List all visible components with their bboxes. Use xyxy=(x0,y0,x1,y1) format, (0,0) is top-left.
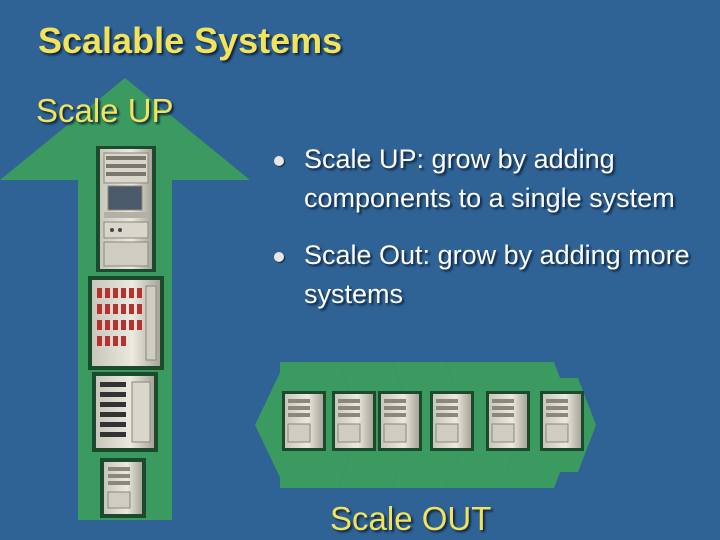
bullet-text: Scale UP: grow by adding components to a… xyxy=(304,144,675,213)
bullet-list: Scale UP: grow by adding components to a… xyxy=(270,140,710,332)
bullet-text: Scale Out: grow by adding more systems xyxy=(304,240,690,309)
slide-title: Scalable Systems xyxy=(38,20,342,62)
tower-server-icon xyxy=(282,391,326,451)
tower-server-icon xyxy=(100,458,146,518)
bullet-icon xyxy=(274,156,284,166)
tower-server-icon xyxy=(540,391,584,451)
tower-server-icon xyxy=(486,391,530,451)
scale-out-heading: Scale OUT xyxy=(330,500,491,538)
tower-server-icon xyxy=(332,391,376,451)
tape-library-icon xyxy=(92,372,158,452)
scale-up-heading: Scale UP xyxy=(36,92,174,130)
bullet-icon xyxy=(274,252,284,262)
bullet-item: Scale Out: grow by adding more systems xyxy=(270,236,710,314)
rack-server-icon xyxy=(96,146,156,272)
tower-server-icon xyxy=(378,391,422,451)
tower-server-icon xyxy=(430,391,474,451)
storage-cabinet-icon xyxy=(88,276,164,370)
bullet-item: Scale UP: grow by adding components to a… xyxy=(270,140,710,218)
